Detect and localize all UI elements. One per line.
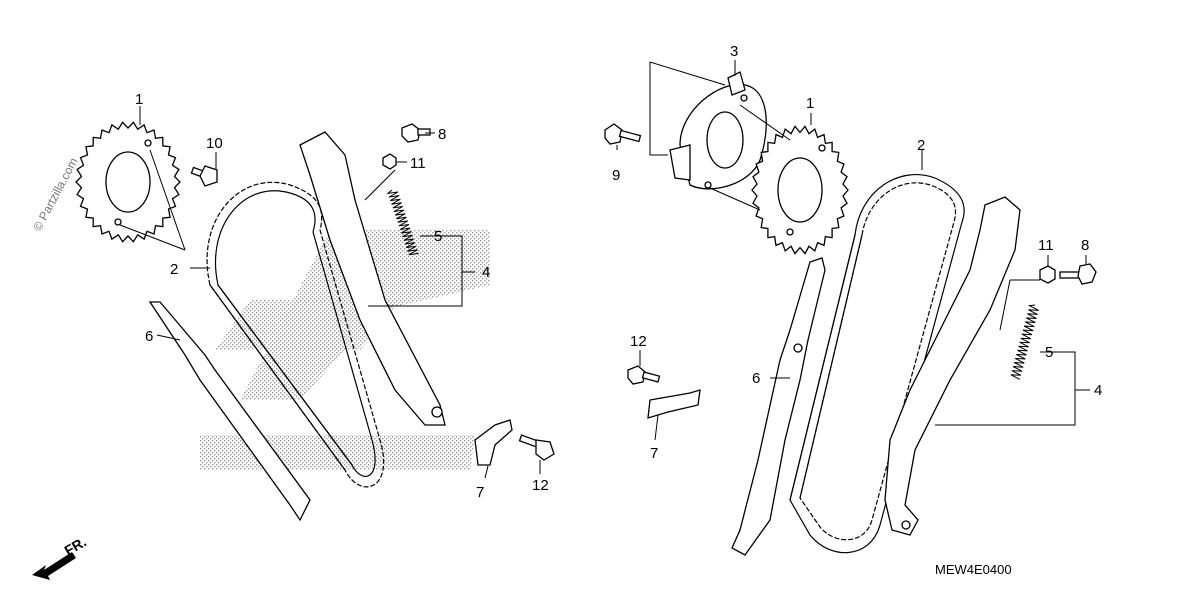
callout-right-6: 6 xyxy=(752,370,760,387)
bolt-10-left xyxy=(190,165,218,187)
callout-right-4: 4 xyxy=(1094,382,1102,399)
tensioner-spring-5-left xyxy=(386,189,419,256)
bolt-8-left xyxy=(401,123,431,143)
chain-tensioner-4-left xyxy=(299,131,446,426)
washer-11-left xyxy=(382,153,397,170)
callout-left-4: 4 xyxy=(482,264,490,281)
tensioner-spring-5-right xyxy=(1010,304,1039,380)
leaders-right xyxy=(616,60,1090,441)
front-direction-arrow xyxy=(32,552,76,580)
chain-guide-6-right xyxy=(731,257,826,556)
bolt-12-right xyxy=(627,365,661,385)
chain-guide-6-left xyxy=(148,301,311,522)
callout-right-8: 8 xyxy=(1081,237,1089,254)
fr-label: FR. xyxy=(62,533,90,558)
callout-left-8: 8 xyxy=(438,126,446,143)
callout-right-9: 9 xyxy=(612,167,620,184)
callout-left-1: 1 xyxy=(135,91,143,108)
cam-sprocket-left xyxy=(75,121,181,243)
callout-right-7: 7 xyxy=(650,445,658,462)
sprocket-plate-3 xyxy=(669,71,767,190)
leaders-left xyxy=(119,106,541,479)
callout-right-3: 3 xyxy=(730,43,738,60)
cam-chain-left xyxy=(206,181,385,488)
callout-right-11: 11 xyxy=(1038,237,1054,254)
callout-right-1: 1 xyxy=(806,95,814,112)
callout-left-11: 11 xyxy=(410,155,426,172)
callout-right-2: 2 xyxy=(917,137,925,154)
callout-left-6: 6 xyxy=(145,328,153,345)
plate-7-left xyxy=(474,419,513,466)
callout-left-7: 7 xyxy=(476,484,484,501)
callout-left-12: 12 xyxy=(532,477,549,494)
cam-chain-right xyxy=(789,173,965,554)
callout-right-5: 5 xyxy=(1045,344,1053,361)
bolt-12-left xyxy=(518,434,555,461)
callout-left-5: 5 xyxy=(434,228,442,245)
callout-left-2: 2 xyxy=(170,261,178,278)
watermark-text: © Partzilla.com xyxy=(30,155,80,233)
callout-left-10: 10 xyxy=(206,135,223,152)
bolt-9-right xyxy=(604,123,642,145)
washer-11-right xyxy=(1039,265,1056,284)
plate-7-right xyxy=(647,389,701,419)
cam-sprocket-right xyxy=(751,125,849,255)
chain-tensioner-4-right xyxy=(884,196,1021,536)
callout-right-12: 12 xyxy=(630,333,647,350)
diagram-code: MEW4E0400 xyxy=(935,562,1012,577)
bolt-8-right xyxy=(1059,263,1097,285)
